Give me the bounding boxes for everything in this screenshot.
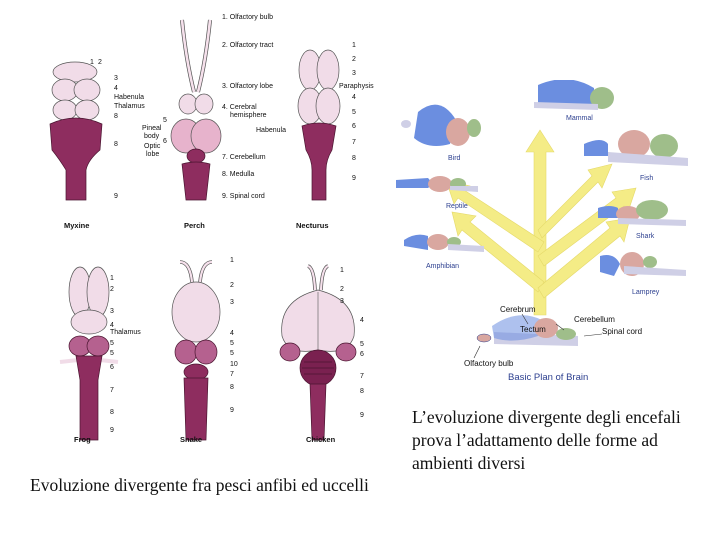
perch-label: 5 <box>163 117 167 124</box>
necturus-label: 1 <box>352 42 356 49</box>
frog-label: 5 <box>110 340 114 347</box>
snake-label: 8 <box>230 384 234 391</box>
amphibian-brain: Amphibian <box>404 234 484 270</box>
tectum-label: Tectum <box>520 325 546 334</box>
animal-name-frog: Frog <box>74 435 91 444</box>
chicken-label: 8 <box>360 388 364 395</box>
chicken-label: 5 <box>360 341 364 348</box>
caption-right: L’evoluzione divergente degli encefali p… <box>412 406 712 475</box>
perch-label: hemisphere <box>230 112 267 119</box>
necturus-label: 7 <box>352 139 356 146</box>
chicken-label: 3 <box>340 298 344 305</box>
frog-label: 9 <box>110 427 114 434</box>
chicken-label: 9 <box>360 412 364 419</box>
basic-plan-title: Basic Plan of Brain <box>508 372 588 383</box>
cerebrum-label: Cerebrum <box>500 305 536 314</box>
perch-label: 2. Olfactory tract <box>222 42 273 49</box>
snake-label: 2 <box>230 282 234 289</box>
animal-name-myxine: Myxine <box>64 221 89 230</box>
necturus-label: Paraphysis <box>339 83 374 90</box>
frog-label: Thalamus <box>110 329 141 336</box>
perch-label: 8. Medulla <box>222 171 254 178</box>
necturus-label: 9 <box>352 175 356 182</box>
frog-label: 6 <box>110 364 114 371</box>
myxine-label: 3 <box>114 75 118 82</box>
cerebellum-label: Cerebellum <box>574 315 615 324</box>
snake-label: 10 <box>230 361 238 368</box>
shark-label: Shark <box>636 233 655 240</box>
animal-name-chicken: Chicken <box>306 435 336 444</box>
myxine-label: 8 <box>114 113 118 120</box>
frog-label: 2 <box>110 286 114 293</box>
brain-evolution-tree: Mammal Bird Fish Reptile Shark Amph <box>388 80 698 390</box>
frog-label: 8 <box>110 409 114 416</box>
chicken-label: 6 <box>360 351 364 358</box>
animal-name-snake: Snake <box>180 435 202 444</box>
frog-label: 4 <box>110 322 114 329</box>
olfactory-bulb-label: Olfactory bulb <box>464 359 514 368</box>
reptile-label: Reptile <box>446 203 468 210</box>
snake-label: 1 <box>230 257 234 264</box>
chicken-label: 4 <box>360 317 364 324</box>
lamprey-brain: Lamprey <box>600 252 686 296</box>
perch-label: 1. Olfactory bulb <box>222 14 273 21</box>
myxine-label: 8 <box>114 141 118 148</box>
spinal-cord-label: Spinal cord <box>602 327 642 336</box>
bird-brain: Bird <box>401 105 481 162</box>
evolution-tree-arrows <box>446 130 636 315</box>
snake-label: 4 <box>230 330 234 337</box>
necturus-label: 3 <box>352 70 356 77</box>
myxine-label: Thalamus <box>114 103 145 110</box>
fish-label: Fish <box>640 175 653 182</box>
perch-label: body <box>144 133 160 140</box>
perch-label: 6 <box>163 138 167 145</box>
snake-label: 7 <box>230 371 234 378</box>
chicken-label: 7 <box>360 373 364 380</box>
frog-label: 1 <box>110 275 114 282</box>
chicken-label: 1 <box>340 267 344 274</box>
bird-label: Bird <box>448 155 461 162</box>
myxine-label: 1 <box>90 59 94 66</box>
perch-label: 3. Olfactory lobe <box>222 83 273 90</box>
chicken-label: 2 <box>340 286 344 293</box>
frog-label: 5 <box>110 350 114 357</box>
perch-label: lobe <box>146 151 159 158</box>
necturus-label: 8 <box>352 155 356 162</box>
perch-label: Pineal <box>142 125 162 132</box>
snake-label: 5 <box>230 340 234 347</box>
myxine-label: Habenula <box>114 94 144 101</box>
myxine-label: 4 <box>114 85 118 92</box>
animal-name-necturus: Necturus <box>296 221 329 230</box>
snake-label: 9 <box>230 407 234 414</box>
mammal-label: Mammal <box>566 115 593 122</box>
animal-name-perch: Perch <box>184 221 205 230</box>
perch-label: 7. Cerebellum <box>222 154 266 161</box>
myxine-label: 2 <box>98 59 102 66</box>
necturus-label: 4 <box>352 94 356 101</box>
mammal-brain: Mammal <box>534 80 614 122</box>
frog-label: 7 <box>110 387 114 394</box>
caption-left: Evoluzione divergente fra pesci anfibi e… <box>30 474 380 497</box>
perch-label: Habenula <box>256 127 286 134</box>
comparative-brain-figure: 3 4 Habenula Thalamus 8 8 9 1 2 Myxine 1… <box>30 0 382 460</box>
perch-label: Optic <box>144 143 161 150</box>
necturus-label: 6 <box>352 123 356 130</box>
myxine-label: 9 <box>114 193 118 200</box>
perch-label: 9. Spinal cord <box>222 193 265 200</box>
necturus-label: 2 <box>352 56 356 63</box>
necturus-label: 5 <box>352 109 356 116</box>
snake-label: 5 <box>230 350 234 357</box>
frog-label: 3 <box>110 308 114 315</box>
snake-label: 3 <box>230 299 234 306</box>
lamprey-label: Lamprey <box>632 289 660 296</box>
amphibian-label: Amphibian <box>426 263 459 270</box>
perch-label: 4. Cerebral <box>222 104 257 111</box>
